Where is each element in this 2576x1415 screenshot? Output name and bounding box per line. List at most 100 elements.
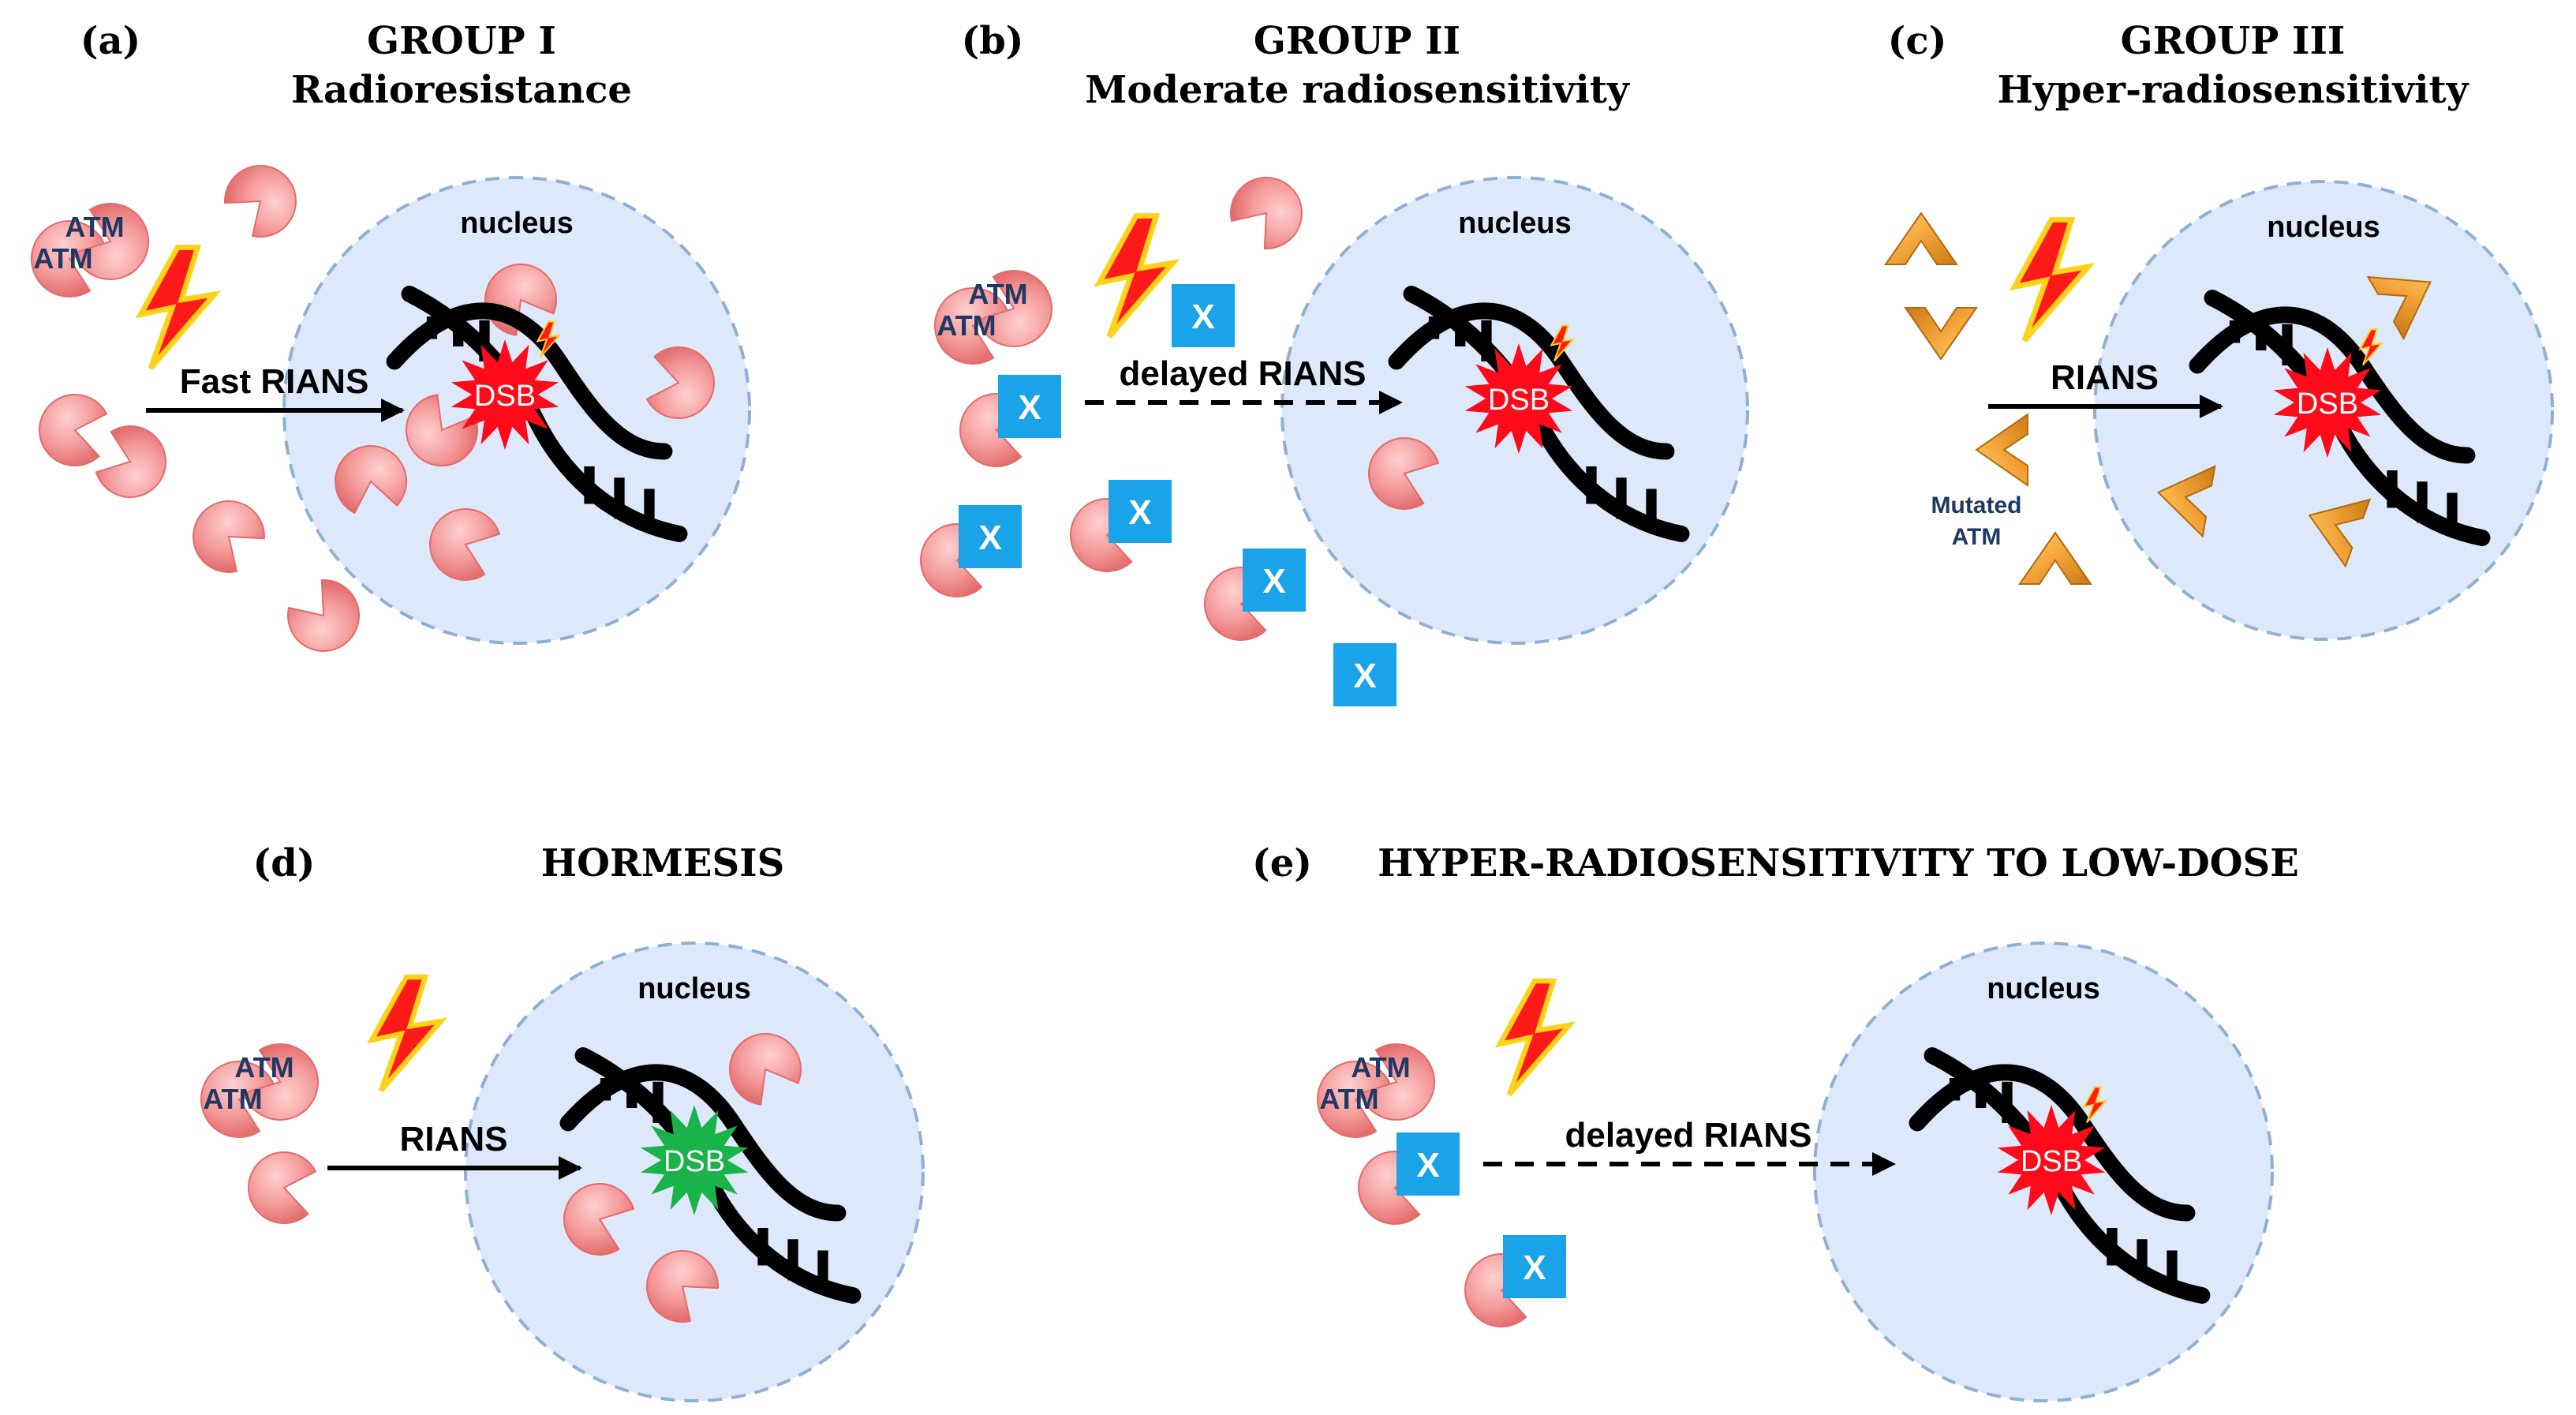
atm-label: ATM <box>65 211 124 243</box>
atm-label: ATM <box>968 278 1027 310</box>
nucleus-label: nucleus <box>1987 972 2100 1005</box>
inhibitor-complex: X <box>1333 643 1396 706</box>
atm-protein <box>429 508 501 581</box>
atm-protein <box>1368 437 1440 510</box>
dsb-label: DSB <box>2297 387 2358 421</box>
mutated-label: ATM <box>1952 524 2002 550</box>
atm-protein <box>200 1061 277 1138</box>
inhibitor-complex: X <box>1070 480 1172 572</box>
inhibitor-complex: X <box>1464 1235 1566 1327</box>
inhibitor-label: X <box>1191 298 1214 336</box>
inhibitor-label: X <box>978 518 1001 557</box>
inhibitor-complex: X <box>1172 284 1235 347</box>
atm-protein <box>335 445 407 515</box>
dsb-marker: DSB <box>640 1105 749 1215</box>
radiation-bolt-icon <box>140 248 215 369</box>
nucleus-label: nucleus <box>637 972 751 1005</box>
atm-protein <box>645 346 715 419</box>
atm-protein <box>1230 177 1303 249</box>
inhibitor-complex: X <box>920 505 1022 597</box>
atm-label: ATM <box>33 242 92 275</box>
rians-arrow: Fast RIANS <box>146 362 405 422</box>
mutated-atm-chevron <box>2308 498 2372 568</box>
panel-title: HYPER-RADIOSENSITIVITY TO LOW-DOSE <box>1378 841 2299 885</box>
panel-header: (e) HYPER-RADIOSENSITIVITY TO LOW-DOSE <box>1252 841 2299 885</box>
panel-letter: (a) <box>80 19 141 63</box>
atm-protein <box>95 425 166 498</box>
arrow-label: RIANS <box>400 1120 508 1159</box>
inhibitor-box <box>1396 1132 1460 1196</box>
dsb-marker: DSB <box>1464 324 1574 454</box>
arrow-label: delayed RIANS <box>1565 1116 1812 1155</box>
atm-protein <box>729 1033 802 1106</box>
atm-protein <box>287 579 360 652</box>
atm-protein <box>1317 1061 1393 1138</box>
inhibitor-box <box>959 505 1022 568</box>
atm-protein <box>646 1250 719 1323</box>
inhibitor-box <box>1243 548 1306 612</box>
radiation-bolt-icon <box>372 977 441 1091</box>
inhibitor-complex: X <box>1358 1132 1460 1225</box>
panel-letter: (d) <box>253 841 316 885</box>
atm-label: ATM <box>203 1083 262 1115</box>
panel-letter: (e) <box>1252 841 1312 885</box>
mutated-atm-chevron <box>1975 413 2028 487</box>
inhibitor-label: X <box>1353 657 1376 695</box>
radiation-bolt-icon <box>1099 216 1173 337</box>
panel-letter: (c) <box>1888 19 1947 63</box>
dsb-burst <box>451 339 559 450</box>
radiation-bolt-icon <box>1500 981 1569 1095</box>
rians-arrow: delayed RIANS <box>1085 354 1403 414</box>
nucleus-label: nucleus <box>1458 207 1572 240</box>
nucleus-label: nucleus <box>2267 211 2380 244</box>
panel-header: (b) GROUP II Moderate radiosensitivity <box>962 19 1631 112</box>
panel-header: (c) GROUP III Hyper-radiosensitivity <box>1888 19 2470 112</box>
inhibitor-label: X <box>1262 562 1285 601</box>
dsb-marker: DSB <box>451 320 560 450</box>
atm-protein <box>934 287 1011 365</box>
mutated-atm-chevron <box>2018 531 2092 585</box>
dsb-marker: DSB <box>1997 1086 2107 1215</box>
atm-protein <box>31 220 107 298</box>
rians-arrow: RIANS <box>327 1120 582 1180</box>
panel-subtitle: Hyper-radiosensitivity <box>1997 68 2469 112</box>
panel-a: (a)GROUP IRadioresistancenucleusATMATMFa… <box>31 19 751 652</box>
dsb-burst <box>640 1105 749 1215</box>
panel-title: GROUP I <box>367 19 556 63</box>
inhibitor-box <box>1109 480 1172 543</box>
atm-label: ATM <box>1351 1051 1410 1084</box>
panel-header: (d)HORMESIS <box>253 841 785 885</box>
atm-protein <box>242 1043 319 1121</box>
atm-protein <box>73 203 149 280</box>
panel-e: (e) HYPER-RADIOSENSITIVITY TO LOW-DOSE nuc… <box>1252 841 2299 1402</box>
inhibitor-complex: X <box>1204 548 1306 641</box>
atm-protein <box>1359 1043 1435 1121</box>
mutated-atm-chevron <box>2156 465 2216 538</box>
atm-label: ATM <box>1319 1083 1378 1115</box>
rians-arrow: delayed RIANS <box>1483 1116 1896 1176</box>
dsb-burst <box>1464 343 1573 454</box>
inhibitor-box <box>1172 284 1235 347</box>
rians-arrow: RIANS <box>1988 358 2223 418</box>
dsb-label: DSB <box>1488 384 1550 417</box>
inhibitor-box <box>1503 1235 1566 1298</box>
nucleus-label: nucleus <box>460 207 574 240</box>
dsb-label: DSB <box>474 380 536 413</box>
panel-b: (b) GROUP II Moderate radiosensitivity nucl… <box>920 19 1749 706</box>
panel-title: GROUP III <box>2121 19 2346 63</box>
radiation-bolt-icon <box>2014 220 2088 341</box>
inhibitor-label: X <box>1018 388 1041 427</box>
panel-letter: (b) <box>962 19 1024 63</box>
atm-protein <box>224 165 297 238</box>
arrow-label: RIANS <box>2051 358 2159 397</box>
panel-subtitle: Radioresistance <box>291 68 632 112</box>
dsb-burst <box>2273 347 2382 458</box>
panel-subtitle: Moderate radiosensitivity <box>1085 68 1631 112</box>
panel-title: GROUP II <box>1254 19 1460 63</box>
dsb-burst <box>1997 1105 2106 1215</box>
